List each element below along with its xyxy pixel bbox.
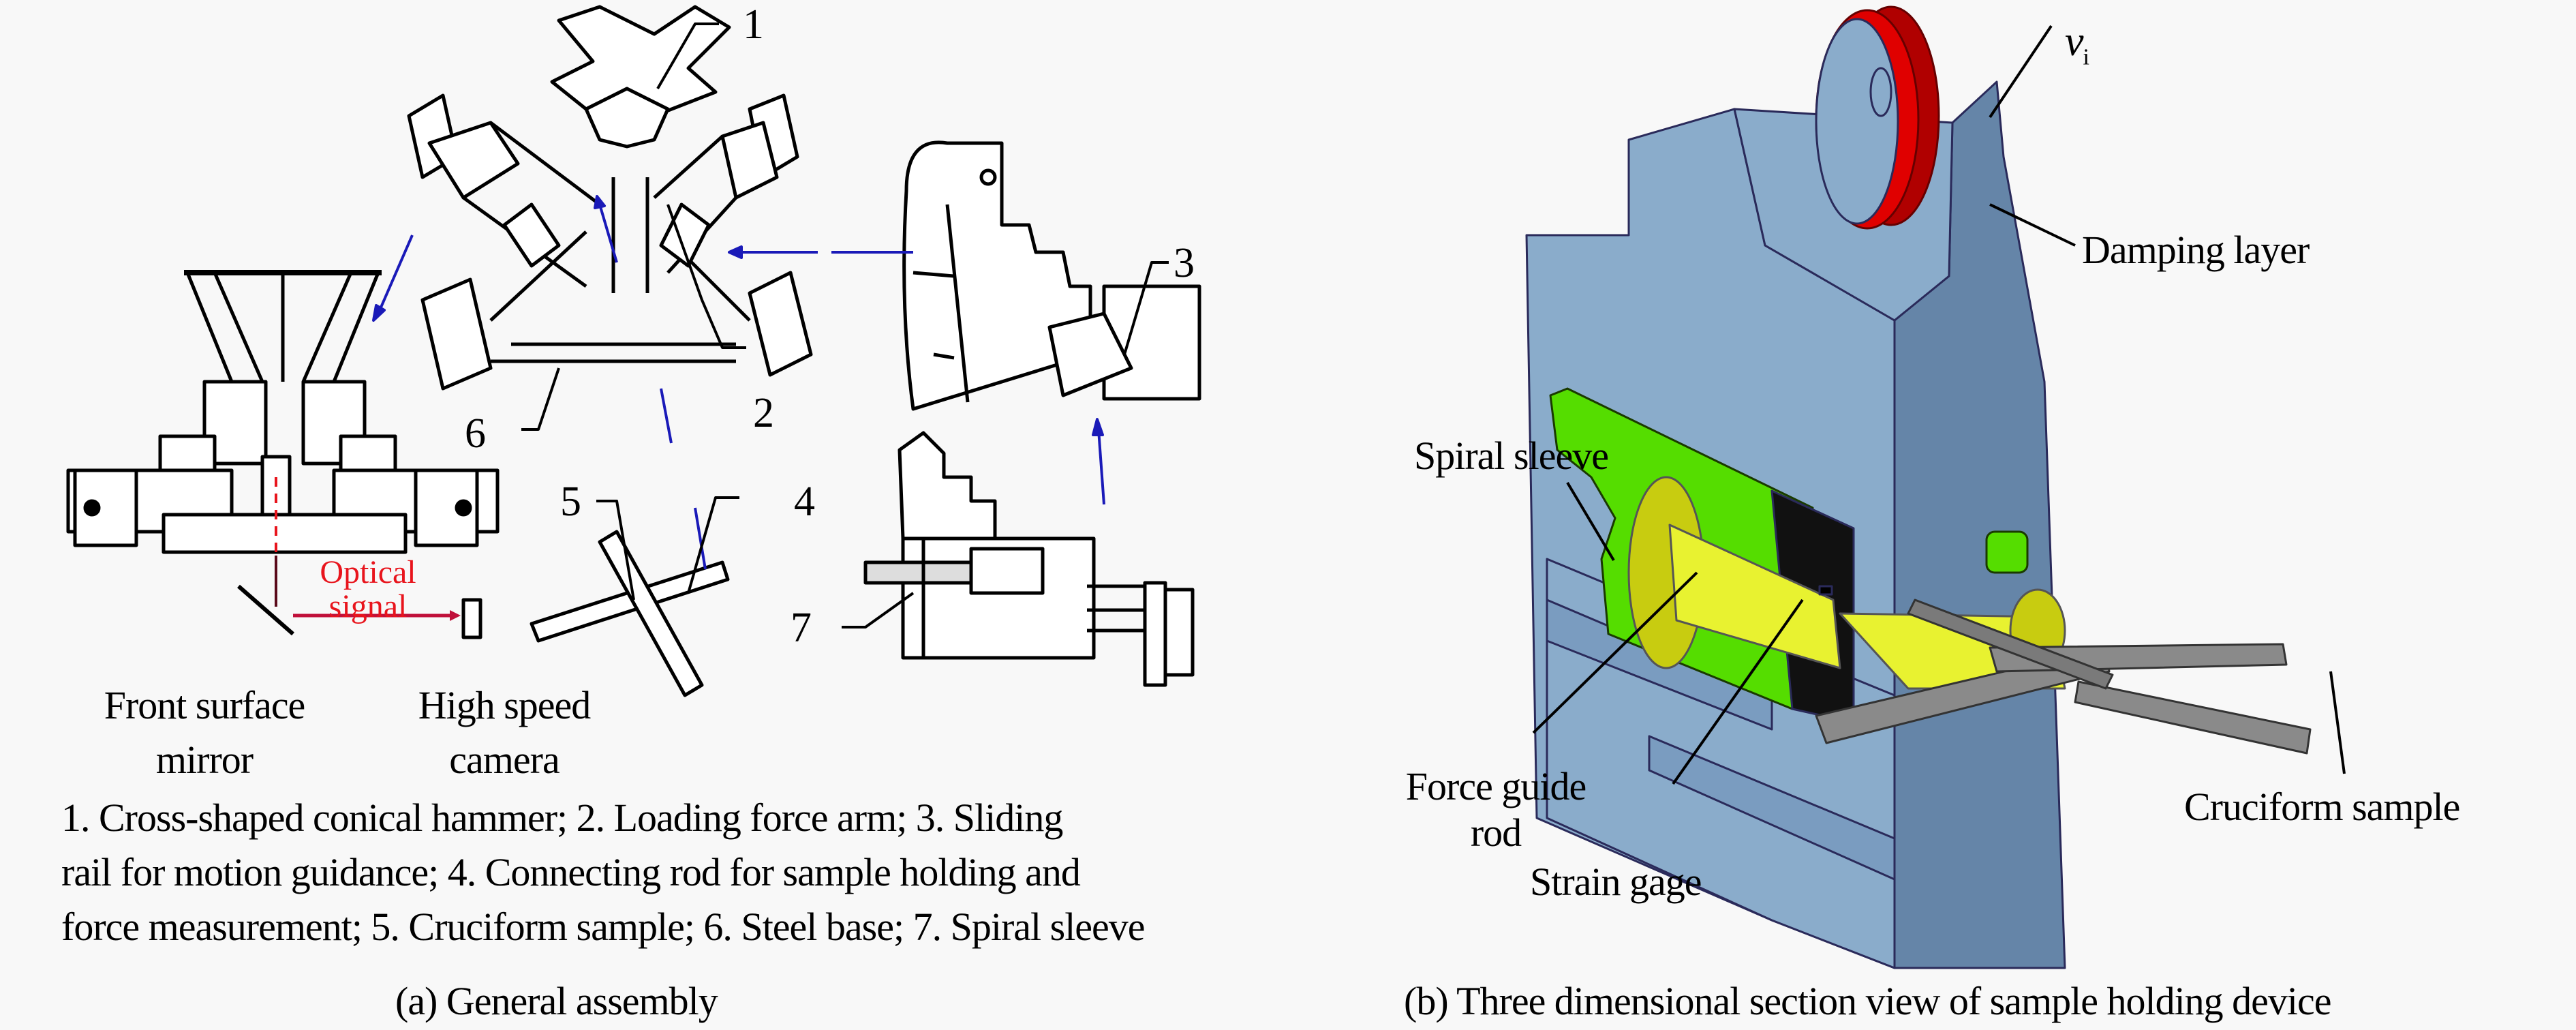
caption-a: (a) General assembly [395, 979, 718, 1023]
optical-signal-line-2: signal [328, 588, 408, 625]
mirror-label: Front surface mirror [95, 678, 313, 787]
component-legend: 1. Cross-shaped conical hammer; 2. Loadi… [61, 791, 1356, 954]
camera-label: High speed camera [399, 678, 610, 787]
loading-arms [407, 93, 813, 391]
callout-2: 2 [753, 390, 774, 436]
callout-4: 4 [794, 479, 815, 525]
mirror-label-line-2: mirror [155, 738, 254, 782]
callout-5: 5 [560, 479, 581, 525]
cruciform-sample-3d [1815, 599, 2312, 755]
cross-hammer [550, 5, 731, 149]
camera-shape [461, 598, 482, 639]
camera-label-line-1: High speed [418, 683, 592, 727]
callout-leaders [521, 22, 1169, 628]
panel-a-drawing [66, 5, 1201, 697]
sliding-rail-assembly [902, 140, 1201, 411]
legend-line: force measurement; 5. Cruciform sample; … [61, 905, 1146, 949]
velocity-symbol: v [2065, 18, 2084, 65]
spiral-sleeve-label: Spiral sleeve [1414, 434, 1609, 478]
damping-layer-label: Damping layer [2082, 228, 2310, 272]
optical-signal-label: Optical signal [310, 554, 426, 625]
velocity-label: vi [2065, 20, 2089, 69]
cruciform-sample-label: Cruciform sample [2184, 785, 2460, 829]
force-guide-rod-line-1: Force guide [1405, 764, 1586, 808]
callout-3: 3 [1174, 240, 1195, 286]
force-guide-rod-line-2: rod [1470, 811, 1522, 855]
camera-label-line-2: camera [449, 738, 559, 782]
force-guide-rod-label: Force guide rod [1404, 763, 1588, 856]
assembly-arrows [372, 195, 1105, 570]
callout-7: 7 [791, 605, 812, 651]
arrow-to-side-view [377, 234, 414, 314]
section-view [863, 431, 1195, 687]
caption-b: (b) Three dimensional section view of sa… [1404, 979, 2332, 1023]
small-cruciform [530, 530, 730, 697]
panel-b-leaders [1532, 25, 2346, 785]
callout-1: 1 [743, 1, 764, 48]
optical-signal-line-1: Optical [320, 554, 416, 590]
legend-line: rail for motion guidance; 4. Connecting … [61, 850, 1081, 894]
legend-line: 1. Cross-shaped conical hammer; 2. Loadi… [61, 796, 1063, 840]
strain-gage-label: Strain gage [1530, 860, 1702, 904]
steel-base [491, 342, 736, 363]
mirror-label-line-1: Front surface [104, 683, 306, 727]
mirror-line [237, 584, 294, 636]
panel-b-drawing [1525, 5, 2346, 969]
velocity-subscript: i [2083, 44, 2090, 70]
damping-wheel [1815, 5, 1940, 230]
callout-6: 6 [465, 410, 486, 457]
side-view-assembly [66, 270, 500, 554]
optical-path [237, 477, 482, 639]
